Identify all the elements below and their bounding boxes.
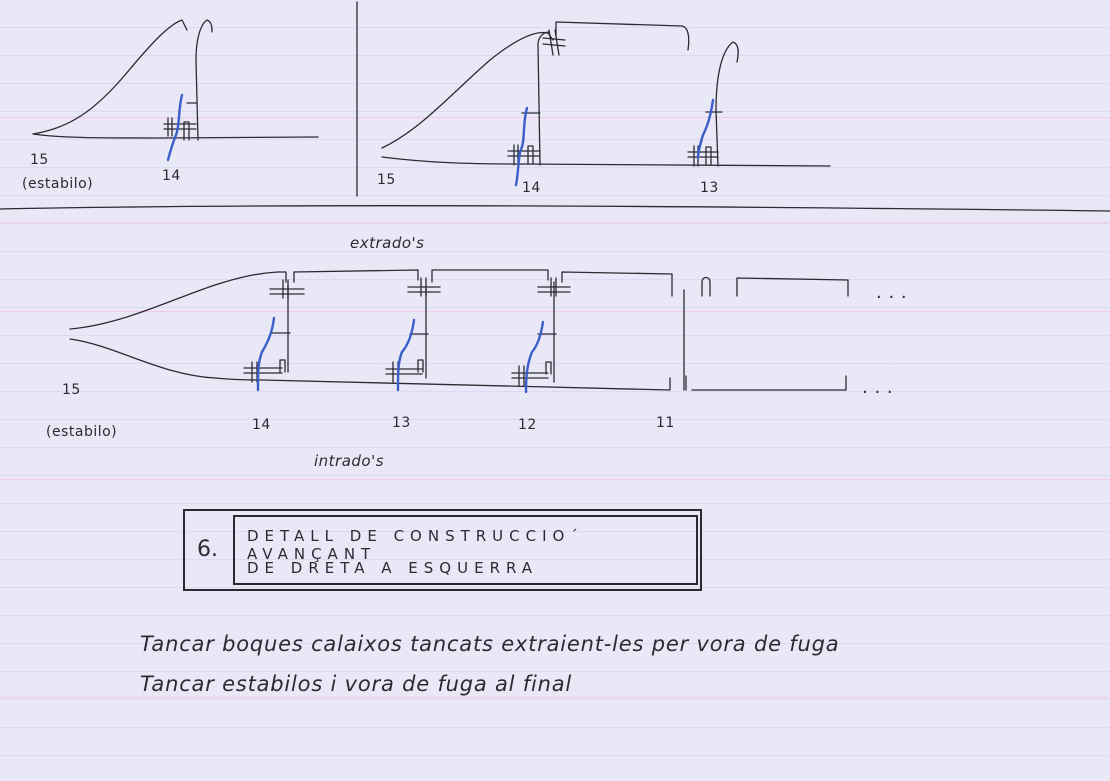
profile-15-label: 15 bbox=[62, 382, 81, 398]
rib-fold bbox=[279, 359, 286, 373]
extrados-label: extrado's bbox=[350, 234, 425, 252]
blue-reinforcement bbox=[524, 320, 545, 394]
profile-14-label: 14 bbox=[162, 168, 181, 184]
cell-upper-panel bbox=[555, 21, 690, 51]
rib-fold bbox=[417, 359, 424, 373]
cell-upper-panel bbox=[431, 269, 549, 283]
note-line-1: Tancar boques calaixos tancats extraient… bbox=[140, 632, 840, 656]
blue-reinforcement bbox=[256, 316, 276, 392]
blue-reinforcement bbox=[514, 106, 529, 187]
lower-surface-line bbox=[261, 377, 671, 391]
stabilo-profile-lower-15 bbox=[32, 133, 319, 139]
stabilo-note: (estabilo) bbox=[46, 424, 118, 440]
title-inner-box: DETALL DE CONSTRUCCIO´ AVANÇANT DE DRETA… bbox=[233, 515, 698, 585]
profile-11-label: 11 bbox=[656, 415, 675, 431]
title-line-2: DE DRETA A ESQUERRA bbox=[247, 559, 539, 577]
profile-14-label: 14 bbox=[252, 417, 271, 433]
blue-reinforcement bbox=[696, 98, 715, 160]
profile-14-label: 14 bbox=[522, 180, 541, 196]
ruled-line bbox=[0, 222, 1110, 223]
ruled-line bbox=[0, 311, 1110, 312]
rib-profile-14 bbox=[195, 19, 213, 141]
top-left-sketch bbox=[32, 19, 319, 141]
ruled-line bbox=[0, 697, 1110, 698]
profile-15-label: 15 bbox=[377, 172, 396, 188]
title-box: 6. DETALL DE CONSTRUCCIO´ AVANÇANT DE DR… bbox=[183, 509, 702, 591]
top-right-sketch bbox=[381, 21, 831, 167]
title-line-1: DETALL DE CONSTRUCCIO´ AVANÇANT bbox=[247, 527, 584, 563]
profile-13-label: 13 bbox=[700, 180, 719, 196]
cell-upper-panel bbox=[293, 269, 419, 283]
reinforcement-strokes bbox=[166, 93, 715, 394]
note-line-2: Tancar estabilos i vora de fuga al final bbox=[140, 672, 573, 696]
lower-surface-line bbox=[381, 156, 831, 167]
ruled-line bbox=[0, 117, 1110, 118]
rib-fold bbox=[527, 145, 534, 165]
rib-fold bbox=[183, 121, 190, 141]
stitch-mark bbox=[542, 43, 566, 47]
blue-reinforcement bbox=[396, 318, 416, 392]
cell-upper-panel-11 bbox=[736, 277, 849, 297]
title-number: 6. bbox=[197, 537, 218, 562]
ruled-line bbox=[0, 479, 1110, 480]
horizontal-divider bbox=[0, 205, 1110, 212]
stitch-mark bbox=[542, 37, 566, 41]
stitch-mark bbox=[548, 29, 554, 56]
cell-upper-panel bbox=[561, 271, 673, 297]
profile-15-label: 15 bbox=[30, 152, 49, 168]
cell-lower-panel-11 bbox=[685, 375, 847, 391]
rib-profile-14 bbox=[537, 31, 549, 166]
stabilo-note: (estabilo) bbox=[22, 176, 94, 192]
intrados-label: intrado's bbox=[314, 452, 385, 470]
stabilo-upper-surface-15 bbox=[69, 271, 279, 330]
rib-profile-13 bbox=[715, 41, 739, 167]
rib-top-fold-11 bbox=[701, 276, 711, 297]
rib-fold bbox=[705, 146, 712, 166]
stabilo-lower-surface-15 bbox=[69, 338, 263, 381]
blue-reinforcement bbox=[166, 93, 184, 162]
profile-12-label: 12 bbox=[518, 417, 537, 433]
stitch-mark bbox=[554, 29, 560, 56]
stabilo-profile-upper-15 bbox=[381, 31, 554, 149]
continuation-dots-top: · · · bbox=[876, 287, 908, 308]
rib-top-fold bbox=[277, 271, 287, 283]
continuation-dots-bottom: · · · bbox=[862, 382, 894, 403]
main-sketch bbox=[69, 269, 849, 391]
stabilo-profile-upper-15 bbox=[32, 19, 188, 135]
rib-fold bbox=[545, 361, 552, 375]
profile-13-label: 13 bbox=[392, 415, 411, 431]
